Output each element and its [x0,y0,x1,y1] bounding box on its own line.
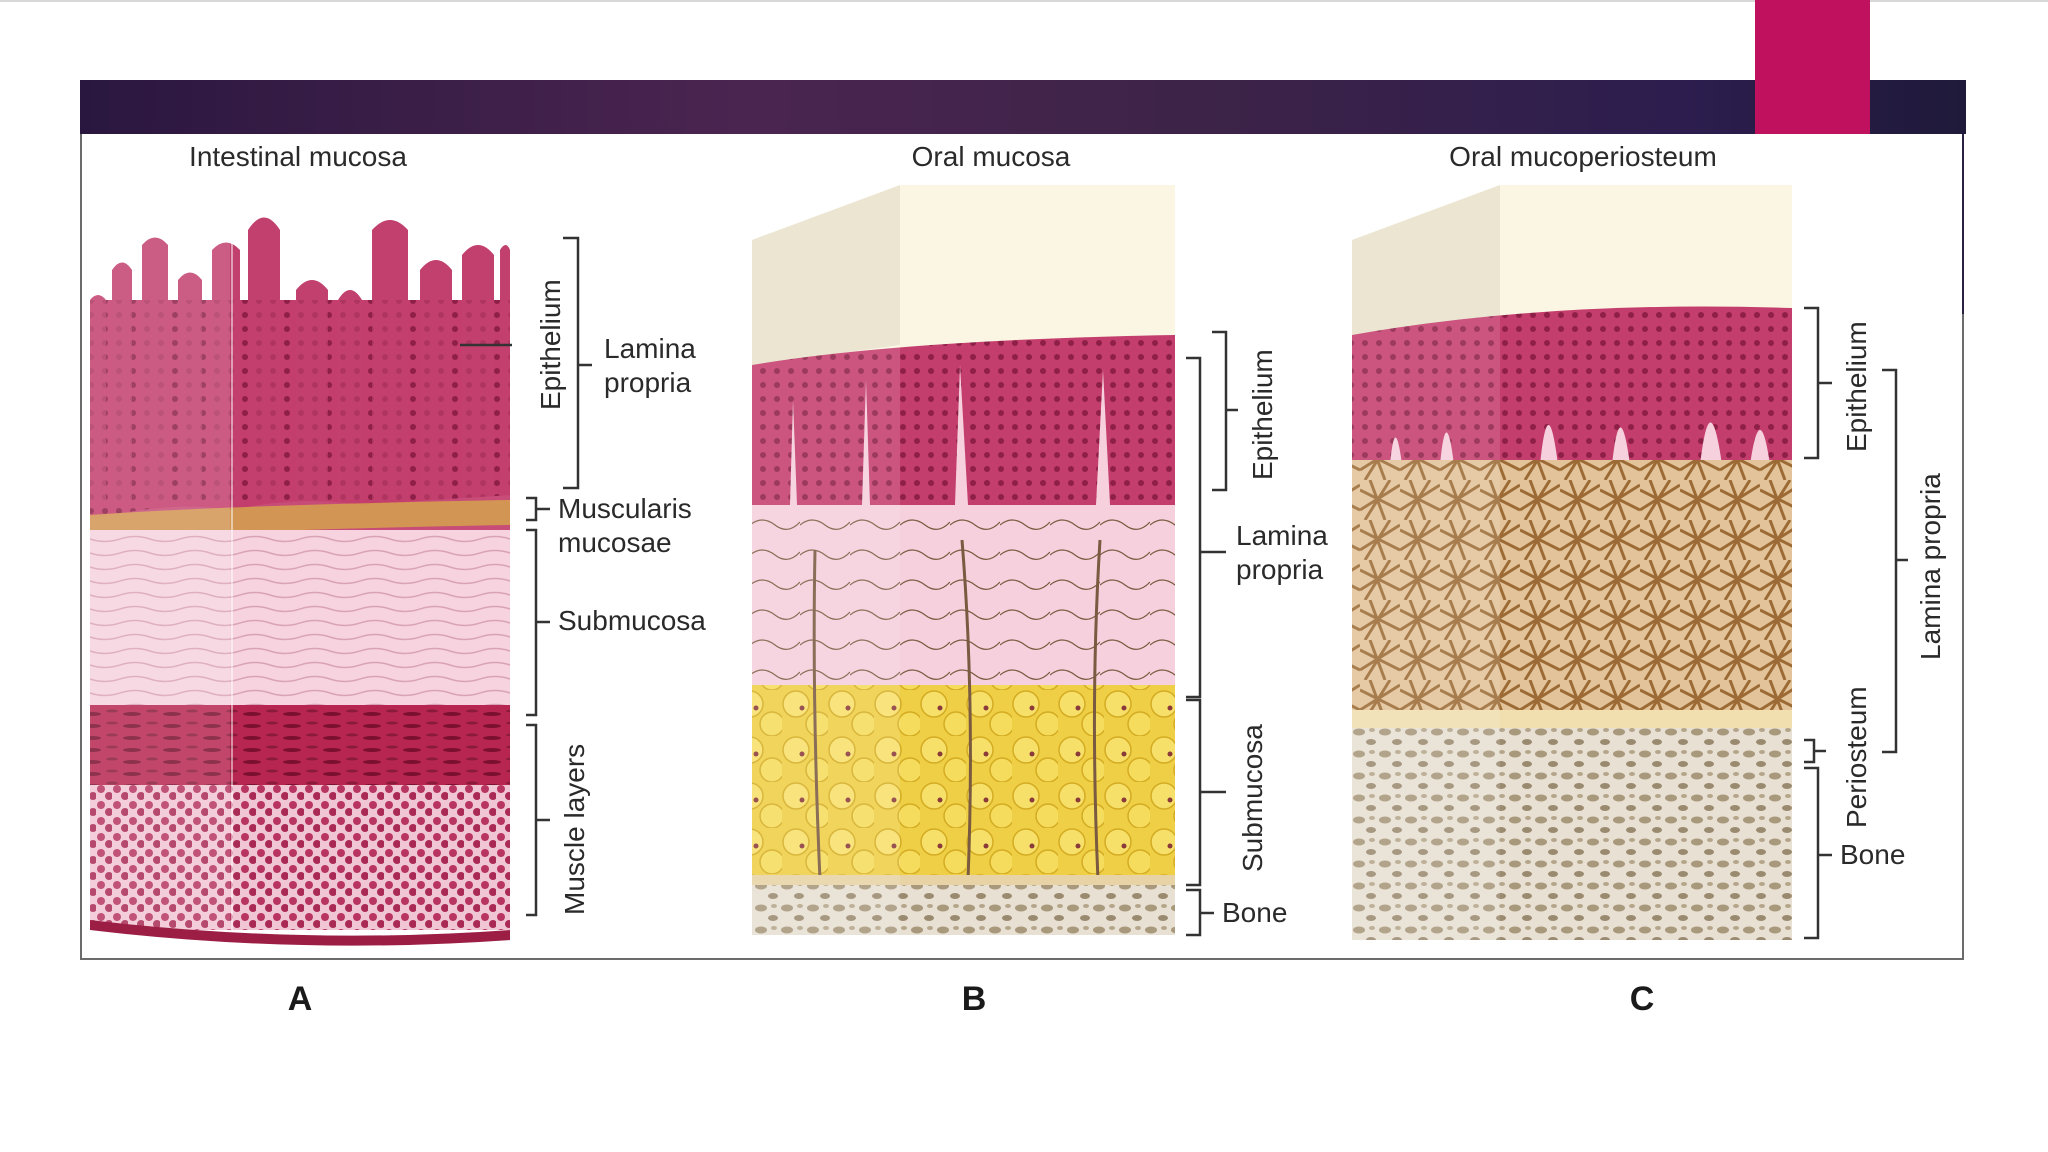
bracket-lamina-c [1882,368,1898,754]
slide-banner [80,80,1966,134]
panel-a-letter: A [288,980,313,1018]
panel-c-letter: C [1630,980,1655,1018]
bracket-bone-b [1186,888,1202,937]
label-c-periosteum: Periosteum [1841,686,1872,828]
label-b-epithelium: Epithelium [1247,349,1278,480]
label-b-submucosa: Submucosa [1237,724,1268,872]
label-c-epithelium: Epithelium [1841,321,1872,452]
label-c-lamina: Lamina propria [1915,473,1946,660]
bracket-muscle-a [526,723,538,917]
panel-a-illustration [90,180,510,946]
panel-b-illustration [752,185,1175,935]
label-a-submucosa: Submucosa [558,605,706,636]
label-b-lamina-1: Lamina [1236,520,1328,551]
panel-b-title: Oral mucosa [912,141,1071,172]
panel-a-title: Intestinal mucosa [189,141,407,172]
bracket-submucosa-b [1186,698,1202,887]
label-a-musc-1: Muscularis [558,493,692,524]
bracket-epithelium-b [1212,330,1228,492]
panel-b-letter: B [962,980,987,1018]
bracket-submucosa-a [526,528,538,717]
label-a-epithelium: Epithelium [535,279,566,410]
label-b-lamina-2: propria [1236,554,1324,585]
label-b-bone: Bone [1222,897,1287,928]
bracket-bone-c [1804,766,1820,940]
top-rule [0,0,2048,2]
frame-edge [1962,134,1964,314]
panel-c-illustration [1352,185,1792,940]
label-c-bone: Bone [1840,839,1905,870]
bracket-periosteum-c [1804,738,1816,764]
bracket-lamina-b [1186,356,1202,699]
label-a-musc-2: mucosae [558,527,672,558]
panel-c-title: Oral mucoperiosteum [1449,141,1717,172]
label-a-muscle: Muscle layers [559,744,590,915]
label-a-lamina-2: propria [604,367,692,398]
bracket-epithelium-c [1804,306,1820,460]
bracket-lamina-a [563,236,580,490]
slide-accent-block [1755,0,1870,134]
label-a-lamina-1: Lamina [604,333,696,364]
bracket-musc-a [526,496,538,522]
